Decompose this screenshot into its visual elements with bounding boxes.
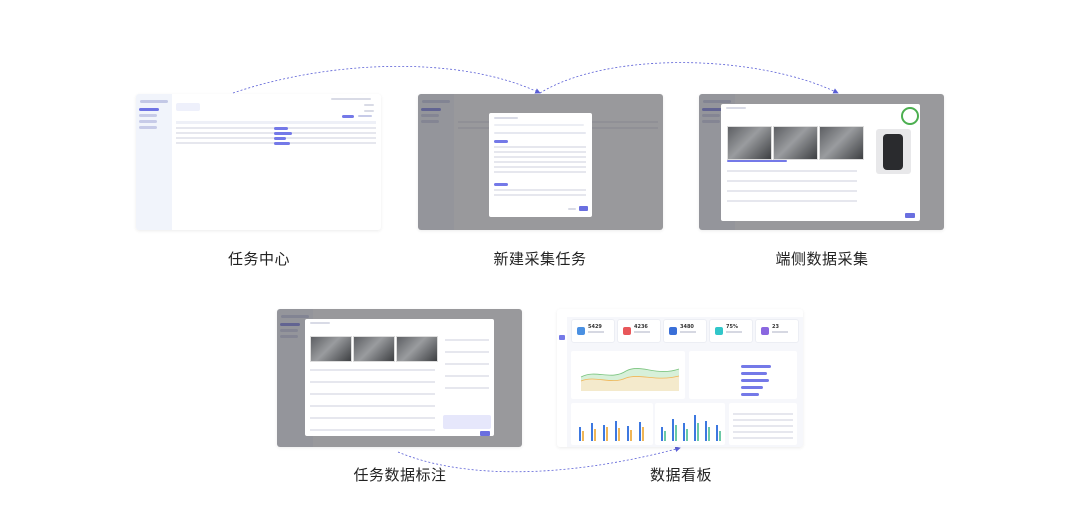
kpi-card-1: 5429 bbox=[571, 319, 615, 343]
trend-panel bbox=[571, 351, 685, 399]
edge-data-collection-screenshot bbox=[699, 94, 944, 230]
annotation-modal bbox=[305, 319, 494, 436]
ranking-panel bbox=[689, 351, 797, 399]
new-collection-task-screenshot bbox=[418, 94, 663, 230]
task-data-annotation-screenshot bbox=[277, 309, 522, 447]
kpi-card-5: 23 bbox=[755, 319, 799, 343]
bar-chart-1 bbox=[571, 403, 653, 445]
list-panel bbox=[729, 403, 797, 445]
sidebar bbox=[136, 94, 172, 230]
new-task-modal bbox=[489, 113, 592, 217]
kpi-card-4: 75% bbox=[709, 319, 753, 343]
data-dashboard-screenshot: 5429 4236 3480 75% 23 bbox=[557, 309, 803, 447]
task-center-screenshot bbox=[136, 94, 381, 230]
caption-task-data-annotation: 任务数据标注 bbox=[353, 466, 447, 484]
trend-area-chart bbox=[580, 368, 680, 391]
flow-arrow-2 bbox=[539, 62, 839, 94]
confirm-button[interactable] bbox=[579, 206, 588, 211]
flow-arrow-1 bbox=[232, 65, 541, 94]
kpi-card-2: 4236 bbox=[617, 319, 661, 343]
caption-task-center: 任务中心 bbox=[227, 250, 290, 268]
collection-modal bbox=[721, 104, 920, 221]
kpi-card-3: 3480 bbox=[663, 319, 707, 343]
caption-data-dashboard: 数据看板 bbox=[649, 466, 712, 484]
caption-edge-data-collection: 端侧数据采集 bbox=[775, 250, 869, 268]
caption-new-collection-task: 新建采集任务 bbox=[493, 250, 587, 268]
bar-chart-2 bbox=[655, 403, 725, 445]
